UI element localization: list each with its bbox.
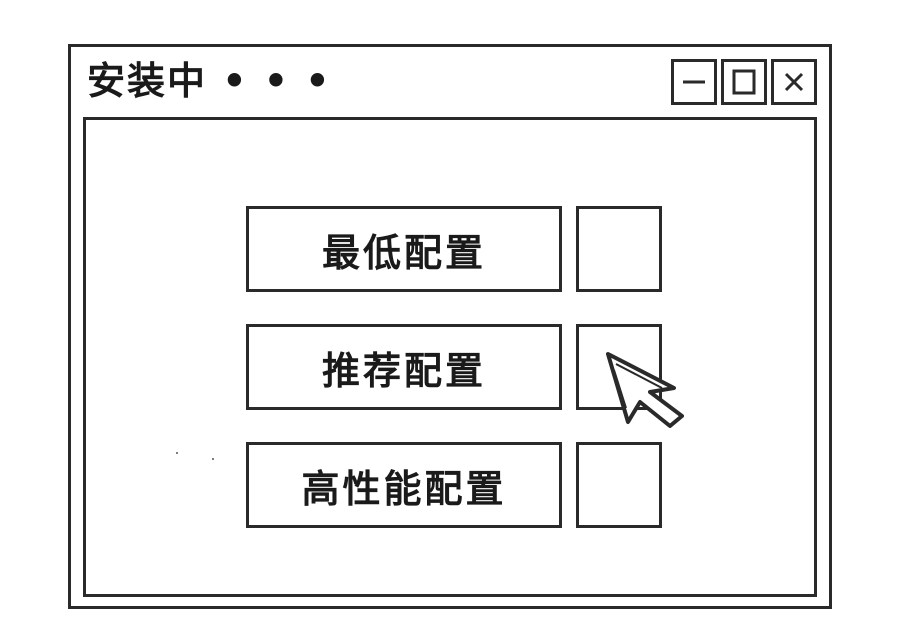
option-minimum-button[interactable]: 最低配置	[246, 206, 562, 292]
option-high-performance-checkbox[interactable]	[576, 442, 662, 528]
installer-window: 安装中 • • • 最低配置	[68, 44, 832, 609]
paper-speck	[212, 458, 214, 460]
options-panel: 最低配置 推荐配置 高性能配置	[83, 117, 817, 597]
close-icon	[784, 72, 804, 92]
paper-speck	[176, 452, 178, 454]
maximize-icon	[732, 69, 756, 95]
maximize-button[interactable]	[721, 59, 767, 105]
option-recommended-button[interactable]: 推荐配置	[246, 324, 562, 410]
close-button[interactable]	[771, 59, 817, 105]
option-row-recommended: 推荐配置	[246, 324, 662, 410]
window-title: 安装中 • • •	[87, 59, 332, 103]
option-minimum-checkbox[interactable]	[576, 206, 662, 292]
option-row-minimum: 最低配置	[246, 206, 662, 292]
minimize-icon	[683, 80, 705, 84]
window-controls	[671, 59, 817, 105]
minimize-button[interactable]	[671, 59, 717, 105]
option-recommended-checkbox[interactable]	[576, 324, 662, 410]
option-row-high-performance: 高性能配置	[246, 442, 662, 528]
option-high-performance-button[interactable]: 高性能配置	[246, 442, 562, 528]
title-bar[interactable]: 安装中 • • •	[71, 47, 829, 117]
